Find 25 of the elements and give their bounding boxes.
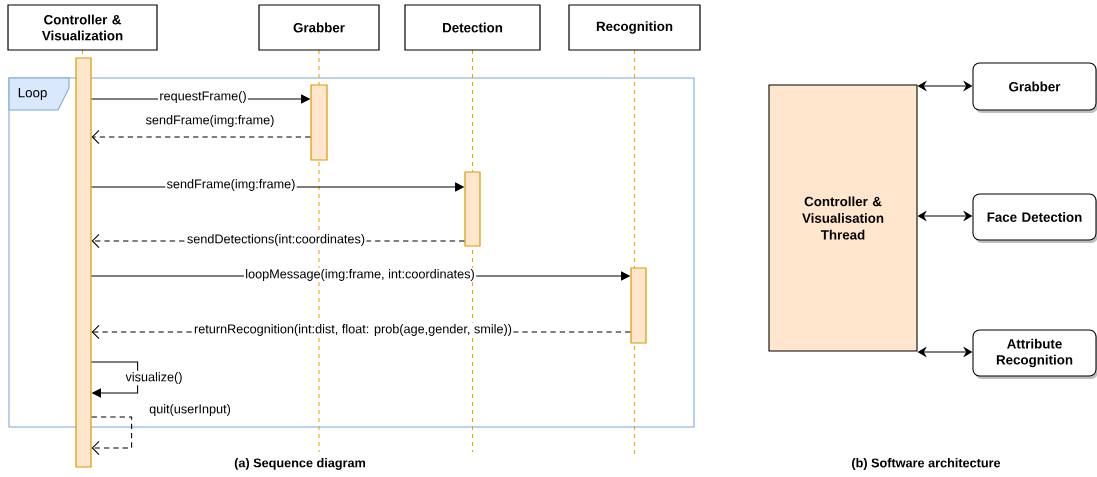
message-label: quit(userInput): [147, 402, 233, 418]
message-label: sendFrame(img:frame): [144, 113, 276, 129]
subfigure-caption: (b) Software architecture: [852, 458, 1001, 470]
activation-bar: [630, 267, 647, 344]
activation-bar: [75, 57, 92, 468]
thread-box: Controller & Visualisation Thread: [768, 84, 918, 352]
self-message-arrow: [91, 416, 133, 456]
lifeline-header: Recognition: [568, 4, 701, 51]
message-label: sendDetections(int:coordinates): [185, 232, 367, 248]
lifeline-header: Controller & Visualization: [7, 4, 158, 51]
activation-bar: [310, 84, 328, 161]
message-label: returnRecognition(int:dist, float: prob(age,gender, smile)): [192, 322, 514, 338]
activation-bar: [464, 171, 481, 247]
module-box: Attribute Recognition: [972, 329, 1097, 379]
self-message-arrow: [91, 361, 139, 398]
message-label: visualize(): [124, 370, 184, 386]
return-arrow: [91, 129, 311, 145]
module-box: Face Detection: [972, 193, 1097, 243]
lifeline-header: Detection: [404, 4, 541, 51]
subfigure-caption: (a) Sequence diagram: [234, 458, 365, 470]
lifeline-header: Grabber: [258, 4, 380, 51]
module-box: Grabber: [972, 62, 1097, 113]
message-label: requestFrame(): [158, 89, 248, 105]
message-label: loopMessage(img:frame, int:coordinates): [243, 267, 477, 283]
message-label: sendFrame(img:frame): [165, 177, 297, 193]
